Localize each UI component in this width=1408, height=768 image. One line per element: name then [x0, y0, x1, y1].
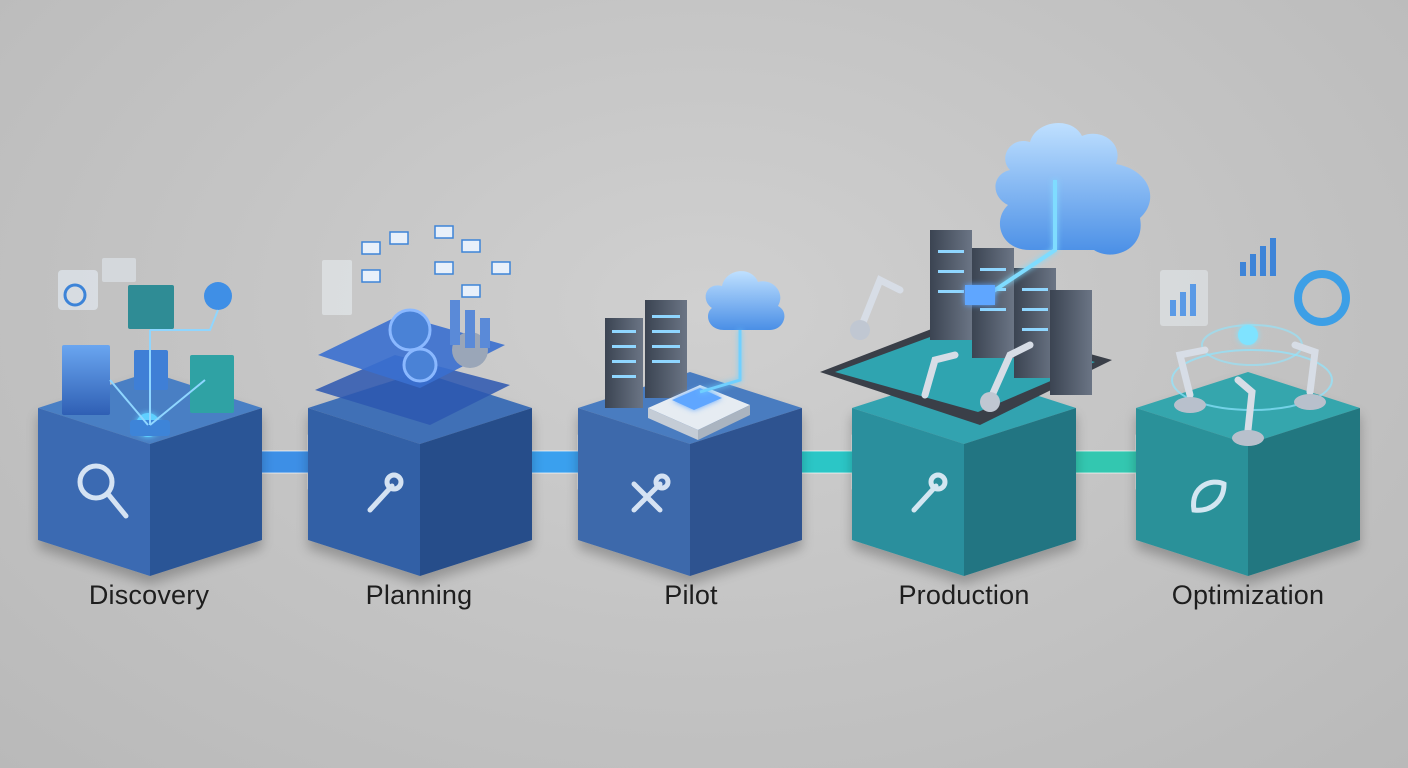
cube-right-face [690, 408, 802, 576]
planning-illustration [315, 225, 511, 425]
production-illustration [820, 123, 1151, 425]
cube-left-face [1136, 408, 1248, 576]
wrench-icon [911, 472, 948, 513]
cube-left-face [308, 408, 420, 576]
leaf-icon [1191, 479, 1227, 513]
discovery-illustration [58, 258, 234, 437]
stage-label-discovery: Discovery [88, 580, 210, 610]
wrench-icon [367, 472, 404, 513]
pilot-illustration [605, 271, 785, 440]
cube-left-face [578, 408, 690, 576]
stage-label-production: Production [898, 580, 1030, 610]
stage-label-planning: Planning [365, 580, 473, 610]
stage-label-optimization: Optimization [1171, 580, 1325, 610]
magnifier-icon [77, 463, 129, 519]
cube-left-face [852, 408, 964, 576]
stage-label-pilot: Pilot [664, 580, 718, 610]
cube-right-face [150, 408, 262, 576]
optimization-illustration [1160, 238, 1350, 446]
tools-icon [631, 473, 671, 513]
cube-right-face [964, 408, 1076, 576]
cube-right-face [1248, 408, 1360, 576]
cube-left-face [38, 408, 150, 576]
cube-right-face [420, 408, 532, 576]
